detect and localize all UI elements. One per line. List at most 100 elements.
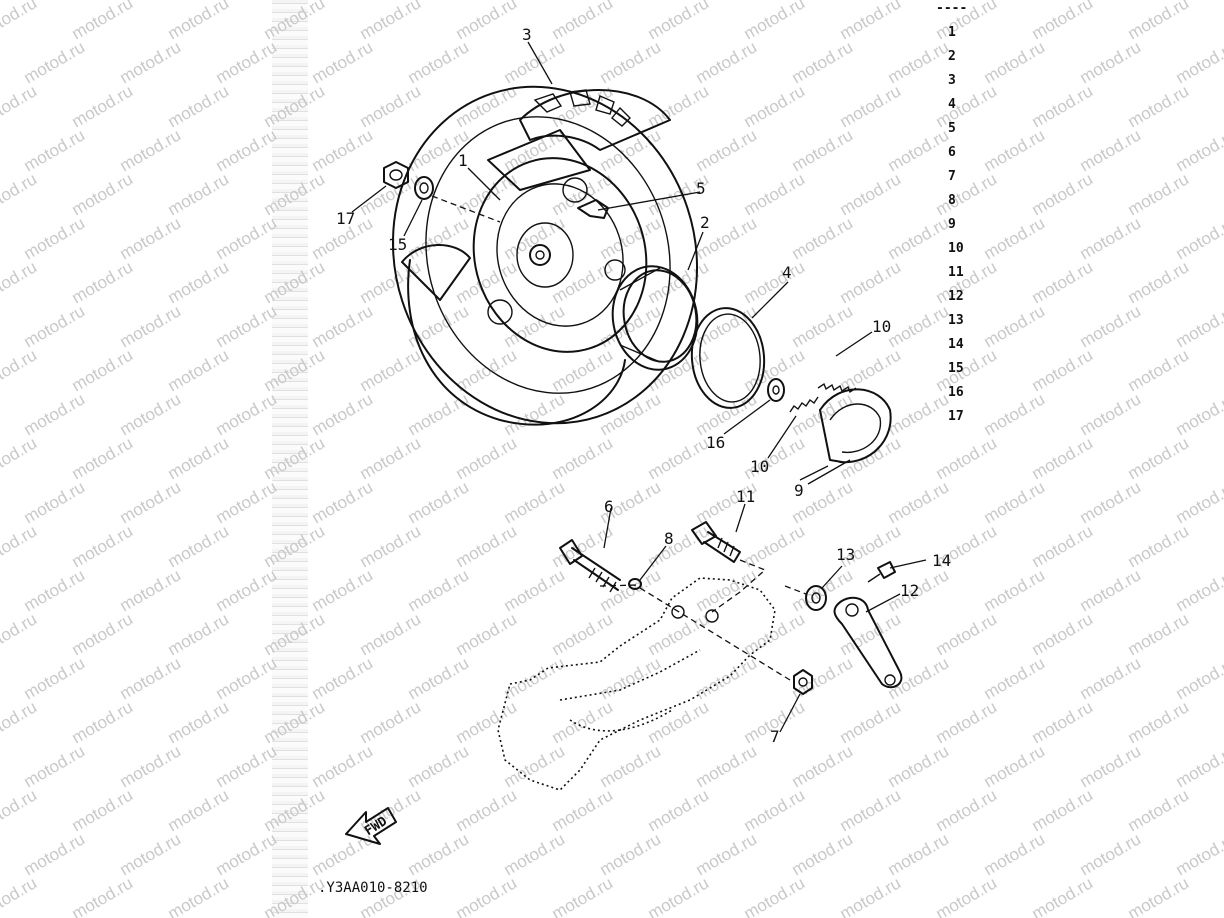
watermark-text: motod.ru xyxy=(1077,125,1145,175)
callout-16: 16 xyxy=(706,433,725,452)
watermark-text: motod.ru xyxy=(261,345,329,395)
watermark-text: motod.ru xyxy=(885,301,953,351)
watermark-text: motod.ru xyxy=(1173,125,1224,175)
watermark-text: motod.ru xyxy=(69,521,137,571)
watermark-text: motod.ru xyxy=(261,0,329,43)
callout-17: 17 xyxy=(336,209,355,228)
watermark-text: motod.ru xyxy=(549,785,617,835)
watermark-text: motod.ru xyxy=(597,213,665,263)
watermark-text: motod.ru xyxy=(981,829,1049,879)
watermark-text: motod.ru xyxy=(69,697,137,747)
watermark-text: motod.ru xyxy=(309,653,377,703)
watermark-text: motod.ru xyxy=(885,213,953,263)
watermark-text: motod.ru xyxy=(981,125,1049,175)
index-header: ---- xyxy=(936,1,967,16)
watermark-text: motod.ru xyxy=(1077,477,1145,527)
watermark-text: motod.ru xyxy=(549,0,617,43)
watermark-text: motod.ru xyxy=(21,37,89,87)
watermark-text: motod.ru xyxy=(789,213,857,263)
watermark-text: motod.ru xyxy=(1077,741,1145,791)
watermark-text: motod.ru xyxy=(309,301,377,351)
watermark-text: motod.ru xyxy=(645,0,713,43)
callout-10-lower: 10 xyxy=(750,457,769,476)
watermark-text: motod.ru xyxy=(165,785,233,835)
watermark-text: motod.ru xyxy=(741,785,809,835)
watermark-text: motod.ru xyxy=(117,37,185,87)
index-item-9: 9 xyxy=(948,217,956,232)
watermark-text: motod.ru xyxy=(789,741,857,791)
watermark-text: motod.ru xyxy=(0,697,40,747)
watermark-text: motod.ru xyxy=(357,433,425,483)
watermark-text: motod.ru xyxy=(357,81,425,131)
watermark-text: motod.ru xyxy=(405,37,473,87)
watermark-text: motod.ru xyxy=(309,389,377,439)
watermark-text: motod.ru xyxy=(789,125,857,175)
watermark-text: motod.ru xyxy=(117,389,185,439)
watermark-text: motod.ru xyxy=(1077,213,1145,263)
watermark-text: motod.ru xyxy=(837,697,905,747)
watermark-text: motod.ru xyxy=(885,37,953,87)
index-item-8: 8 xyxy=(948,193,956,208)
watermark-text: motod.ru xyxy=(405,477,473,527)
watermark-text: motod.ru xyxy=(213,125,281,175)
watermark-text: motod.ru xyxy=(117,213,185,263)
watermark-text: motod.ru xyxy=(453,521,521,571)
watermark-text: motod.ru xyxy=(165,257,233,307)
watermark-text: motod.ru xyxy=(645,785,713,835)
watermark-text: motod.ru xyxy=(21,829,89,879)
callout-15: 15 xyxy=(388,235,407,254)
watermark-text: motod.ru xyxy=(453,609,521,659)
index-item-2: 2 xyxy=(948,49,956,64)
watermark-text: motod.ru xyxy=(309,477,377,527)
watermark-text: motod.ru xyxy=(1029,785,1097,835)
watermark-text: motod.ru xyxy=(1173,653,1224,703)
index-item-11: 11 xyxy=(948,265,964,280)
watermark-text: motod.ru xyxy=(1077,829,1145,879)
watermark-text: motod.ru xyxy=(405,829,473,879)
watermark-text: motod.ru xyxy=(741,873,809,918)
watermark-text: motod.ru xyxy=(1077,565,1145,615)
watermark-text: motod.ru xyxy=(405,213,473,263)
watermark-text: motod.ru xyxy=(213,741,281,791)
watermark-text: motod.ru xyxy=(885,741,953,791)
watermark-text: motod.ru xyxy=(597,565,665,615)
index-item-3: 3 xyxy=(948,73,956,88)
watermark-text: motod.ru xyxy=(453,873,521,918)
watermark-text: motod.ru xyxy=(1173,829,1224,879)
watermark-text: motod.ru xyxy=(0,609,40,659)
watermark-text: motod.ru xyxy=(309,565,377,615)
watermark-text: motod.ru xyxy=(261,697,329,747)
watermark-text: motod.ru xyxy=(213,653,281,703)
watermark-text: motod.ru xyxy=(789,829,857,879)
watermark-text: motod.ru xyxy=(981,477,1049,527)
watermark-text: motod.ru xyxy=(837,433,905,483)
watermark-text: motod.ru xyxy=(21,565,89,615)
watermark-text: motod.ru xyxy=(21,389,89,439)
watermark-text: motod.ru xyxy=(213,301,281,351)
watermark-text: motod.ru xyxy=(1125,697,1193,747)
watermark-text: motod.ru xyxy=(597,653,665,703)
watermark-text: motod.ru xyxy=(165,873,233,918)
washer-part-13 xyxy=(805,585,827,611)
watermark-text: motod.ru xyxy=(549,609,617,659)
watermark-text: motod.ru xyxy=(981,565,1049,615)
watermark-text: motod.ru xyxy=(1077,389,1145,439)
watermark-text: motod.ru xyxy=(117,477,185,527)
watermark-text: motod.ru xyxy=(501,741,569,791)
watermark-text: motod.ru xyxy=(933,697,1001,747)
swingarm-outline xyxy=(497,577,776,791)
watermark-text: motod.ru xyxy=(597,741,665,791)
watermark-text: motod.ru xyxy=(549,697,617,747)
index-item-10: 10 xyxy=(948,241,964,256)
callout-7: 7 xyxy=(770,727,780,746)
watermark-text: motod.ru xyxy=(837,81,905,131)
o-ring-part-8 xyxy=(628,578,642,590)
watermark-text: motod.ru xyxy=(309,37,377,87)
watermark-text: motod.ru xyxy=(309,125,377,175)
watermark-text: motod.ru xyxy=(117,653,185,703)
index-item-4: 4 xyxy=(948,97,956,112)
watermark-text: motod.ru xyxy=(933,785,1001,835)
watermark-text: motod.ru xyxy=(69,81,137,131)
